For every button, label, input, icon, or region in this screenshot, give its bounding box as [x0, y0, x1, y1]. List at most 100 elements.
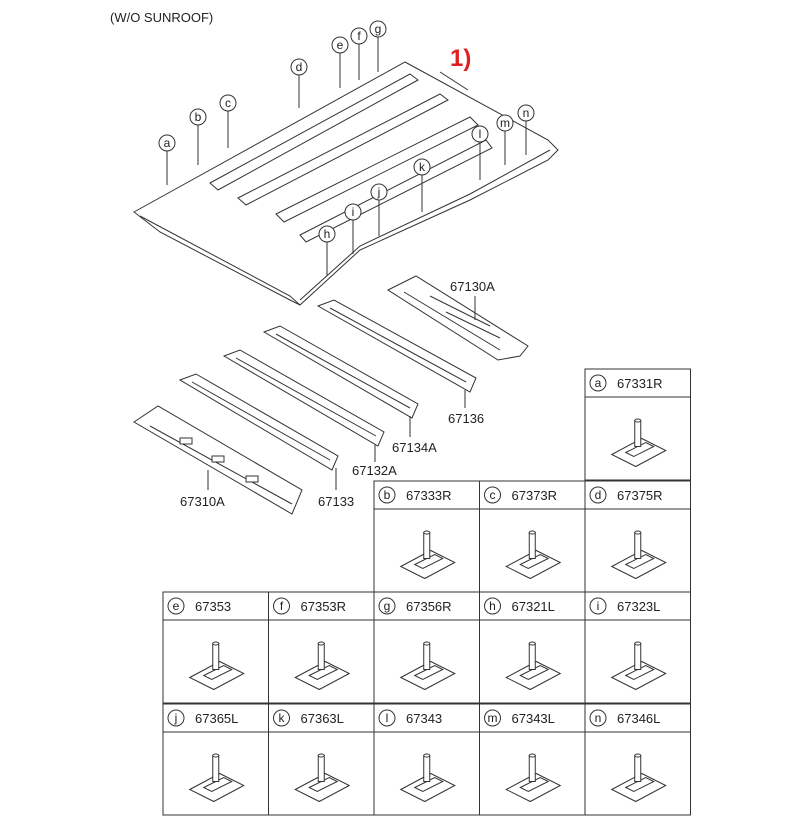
clip-letter: l: [386, 711, 389, 725]
clip-letter: c: [490, 488, 496, 502]
clip-illustration: [610, 530, 667, 580]
clip-cell-l: l 67343: [373, 703, 480, 816]
clip-illustration: [505, 753, 562, 803]
clip-cell-n: n 67346L: [584, 703, 691, 816]
note-marker: 1): [450, 45, 471, 72]
clip-cell-i: i 67323L: [584, 591, 691, 704]
clip-letter: g: [384, 599, 391, 613]
rail-67133: 67133: [178, 373, 354, 509]
clip-letter-badge: [484, 709, 501, 727]
clip-illustration: [399, 753, 456, 803]
callout-d: d: [290, 58, 308, 108]
clip-letter-badge: [378, 597, 396, 615]
clip-part-number: 67331R: [617, 376, 663, 391]
svg-text:g: g: [375, 22, 382, 36]
clip-part-number: 67323L: [617, 599, 660, 614]
callout-m: m: [496, 114, 514, 165]
clip-letter: n: [595, 711, 602, 725]
clip-part-number: 67373R: [512, 488, 558, 503]
label-67310A: 67310A: [180, 494, 225, 509]
clip-letter-badge: [589, 486, 607, 504]
clip-illustration: [505, 641, 562, 691]
clip-letter: m: [488, 711, 498, 725]
svg-text:h: h: [324, 227, 331, 241]
clip-illustration: [399, 641, 456, 691]
clip-letter: i: [597, 599, 600, 613]
clip-illustration: [610, 753, 667, 803]
callout-b: b: [189, 108, 207, 165]
rail-67130A: 67130A: [386, 275, 529, 361]
callout-i: i: [344, 203, 362, 254]
callout-f: f: [350, 27, 368, 80]
roof-rib-1: [209, 73, 419, 191]
clip-letter: d: [595, 488, 602, 502]
clip-letter-badge: [378, 486, 396, 504]
clip-illustration: [188, 753, 245, 803]
callout-n: n: [517, 104, 535, 155]
clip-cell-k: k 67363L: [268, 703, 375, 816]
rail-67136: 67136: [316, 299, 484, 426]
clip-illustration: [610, 641, 667, 691]
clip-letter: a: [595, 376, 602, 390]
svg-text:j: j: [377, 185, 381, 199]
svg-text:i: i: [352, 205, 355, 219]
clip-part-number: 67321L: [512, 599, 555, 614]
callout-l: l: [471, 125, 489, 180]
clip-letter: k: [279, 711, 286, 725]
clip-cell-a: a 67331R: [584, 368, 691, 481]
clip-letter: h: [489, 599, 496, 613]
callout-h: h: [318, 225, 336, 276]
clip-illustration: [294, 753, 351, 803]
label-67130A: 67130A: [450, 279, 495, 294]
clip-letter-badge: [378, 709, 396, 727]
clip-letter: j: [174, 711, 178, 725]
roof-callouts: a b c d e f g h i j k l m n: [158, 20, 535, 276]
clip-part-number: 67375R: [617, 488, 663, 503]
clip-letter-badge: [167, 597, 185, 615]
clip-part-number: 67356R: [406, 599, 452, 614]
svg-text:c: c: [225, 96, 231, 110]
label-67133: 67133: [318, 494, 354, 509]
clip-part-number: 67353: [195, 599, 231, 614]
svg-text:f: f: [357, 29, 361, 43]
roof-rib-2: [237, 93, 449, 206]
clip-letter-badge: [273, 597, 290, 615]
clip-cell-m: m 67343L: [479, 703, 586, 816]
callout-a: a: [158, 134, 176, 185]
clip-letter-badge: [167, 709, 185, 727]
roof-rib-3: [275, 116, 479, 223]
rail-67310A: 67310A: [133, 405, 303, 515]
clip-illustration: [610, 418, 667, 468]
svg-text:e: e: [337, 38, 344, 52]
clip-letter-badge: [589, 709, 607, 727]
clip-illustration: [505, 530, 562, 580]
clip-cell-d: d 67375R: [584, 480, 691, 593]
rail-67134A: 67134A: [262, 325, 437, 455]
rail-67132A: 67132A: [222, 349, 397, 478]
svg-text:k: k: [419, 160, 426, 174]
clip-letter: b: [384, 488, 391, 502]
callout-j: j: [370, 183, 388, 236]
clip-part-number: 67343: [406, 711, 442, 726]
svg-text:l: l: [479, 127, 482, 141]
clip-part-number: 67346L: [617, 711, 660, 726]
clip-part-number: 67363L: [301, 711, 344, 726]
clip-illustration: [294, 641, 351, 691]
svg-text:d: d: [296, 60, 303, 74]
clip-cell-h: h 67321L: [479, 591, 586, 704]
callout-g: g: [369, 20, 387, 72]
label-67134A: 67134A: [392, 440, 437, 455]
svg-text:b: b: [195, 110, 202, 124]
clip-illustration: [399, 530, 456, 580]
callout-c: c: [219, 94, 237, 148]
clip-cell-g: g 67356R: [373, 591, 480, 704]
callout-e: e: [331, 36, 349, 88]
clip-part-number: 67343L: [512, 711, 555, 726]
clip-part-number: 67353R: [301, 599, 347, 614]
